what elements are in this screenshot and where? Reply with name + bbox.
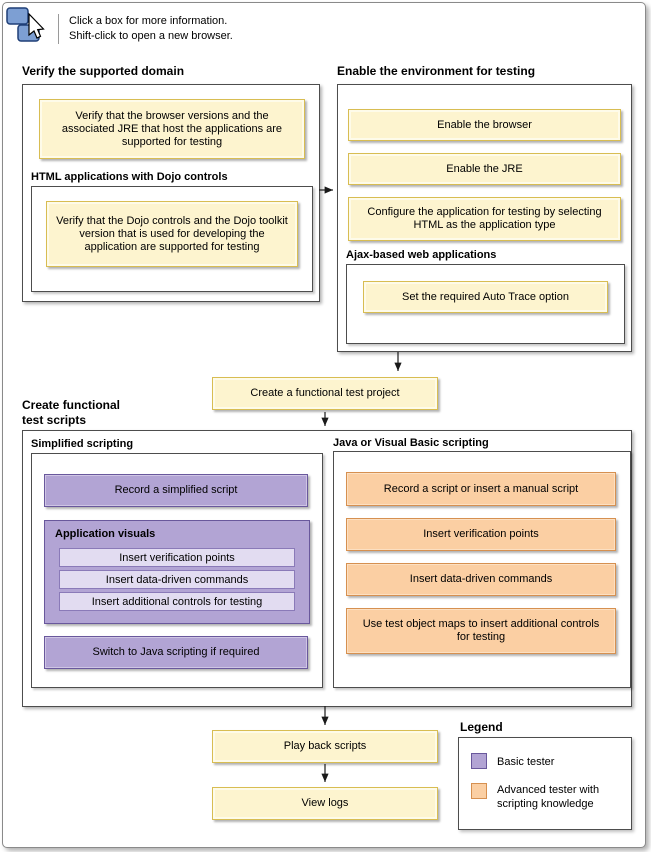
ajax-group: Set the required Auto Trace option [346, 264, 625, 344]
enable-browser-box[interactable]: Enable the browser [348, 109, 621, 141]
create-project-box[interactable]: Create a functional test project [212, 377, 438, 410]
insert-verification-points-box[interactable]: Insert verification points [346, 518, 616, 551]
enable-env-section: Enable the browser Enable the JRE Config… [337, 84, 632, 352]
insert-data-driven-commands-box[interactable]: Insert data-driven commands [346, 563, 616, 596]
dojo-group: Verify that the Dojo controls and the Do… [31, 186, 313, 292]
test-object-maps-box[interactable]: Use test object maps to insert additiona… [346, 608, 616, 654]
java-vb-scripting-title: Java or Visual Basic scripting [333, 437, 489, 449]
legend-box: Basic tester Advanced tester with script… [458, 737, 632, 830]
verify-domain-section: Verify that the browser versions and the… [22, 84, 320, 302]
dojo-group-title: HTML applications with Dojo controls [31, 171, 228, 183]
hint-line-1: Click a box for more information. [69, 15, 228, 27]
configure-application-box[interactable]: Configure the application for testing by… [348, 197, 621, 241]
ajax-group-title: Ajax-based web applications [346, 249, 497, 261]
enable-env-title: Enable the environment for testing [337, 64, 536, 78]
record-script-manual-box[interactable]: Record a script or insert a manual scrip… [346, 472, 616, 506]
hint-line-2: Shift-click to open a new browser. [69, 30, 233, 42]
simplified-scripting-title: Simplified scripting [31, 438, 134, 450]
visuals-insert-data-driven-commands[interactable]: Insert data-driven commands [59, 570, 295, 589]
create-scripts-title-line2: test scripts [22, 413, 87, 427]
visuals-insert-additional-controls[interactable]: Insert additional controls for testing [59, 592, 295, 611]
simplified-scripting-box: Record a simplified script Application v… [31, 453, 323, 688]
view-logs-box[interactable]: View logs [212, 787, 438, 820]
verify-domain-title: Verify the supported domain [22, 64, 185, 78]
verify-dojo-box[interactable]: Verify that the Dojo controls and the Do… [46, 201, 298, 267]
create-scripts-title: Create functional test scripts [22, 398, 120, 428]
application-visuals-group: Application visuals Insert verification … [44, 520, 310, 624]
create-scripts-section: Simplified scripting Record a simplified… [22, 430, 632, 707]
legend-advanced-tester-swatch [471, 783, 487, 799]
enable-jre-box[interactable]: Enable the JRE [348, 153, 621, 185]
hint-text: Click a box for more information. Shift-… [58, 14, 319, 44]
create-scripts-title-line1: Create functional [22, 398, 121, 412]
verify-browser-jre-box[interactable]: Verify that the browser versions and the… [39, 99, 305, 159]
visuals-insert-verification-points[interactable]: Insert verification points [59, 548, 295, 567]
legend-basic-tester-label: Basic tester [497, 756, 555, 768]
legend-title: Legend [460, 720, 503, 734]
application-visuals-title: Application visuals [55, 528, 156, 540]
play-back-scripts-box[interactable]: Play back scripts [212, 730, 438, 763]
auto-trace-box[interactable]: Set the required Auto Trace option [363, 281, 608, 313]
legend-advanced-tester-label: Advanced tester with scripting knowledge [497, 784, 600, 810]
click-boxes-icon [4, 4, 56, 52]
record-simplified-script-box[interactable]: Record a simplified script [44, 474, 308, 507]
legend-basic-tester-swatch [471, 753, 487, 769]
switch-to-java-box[interactable]: Switch to Java scripting if required [44, 636, 308, 669]
java-vb-scripting-box: Record a script or insert a manual scrip… [333, 451, 631, 688]
